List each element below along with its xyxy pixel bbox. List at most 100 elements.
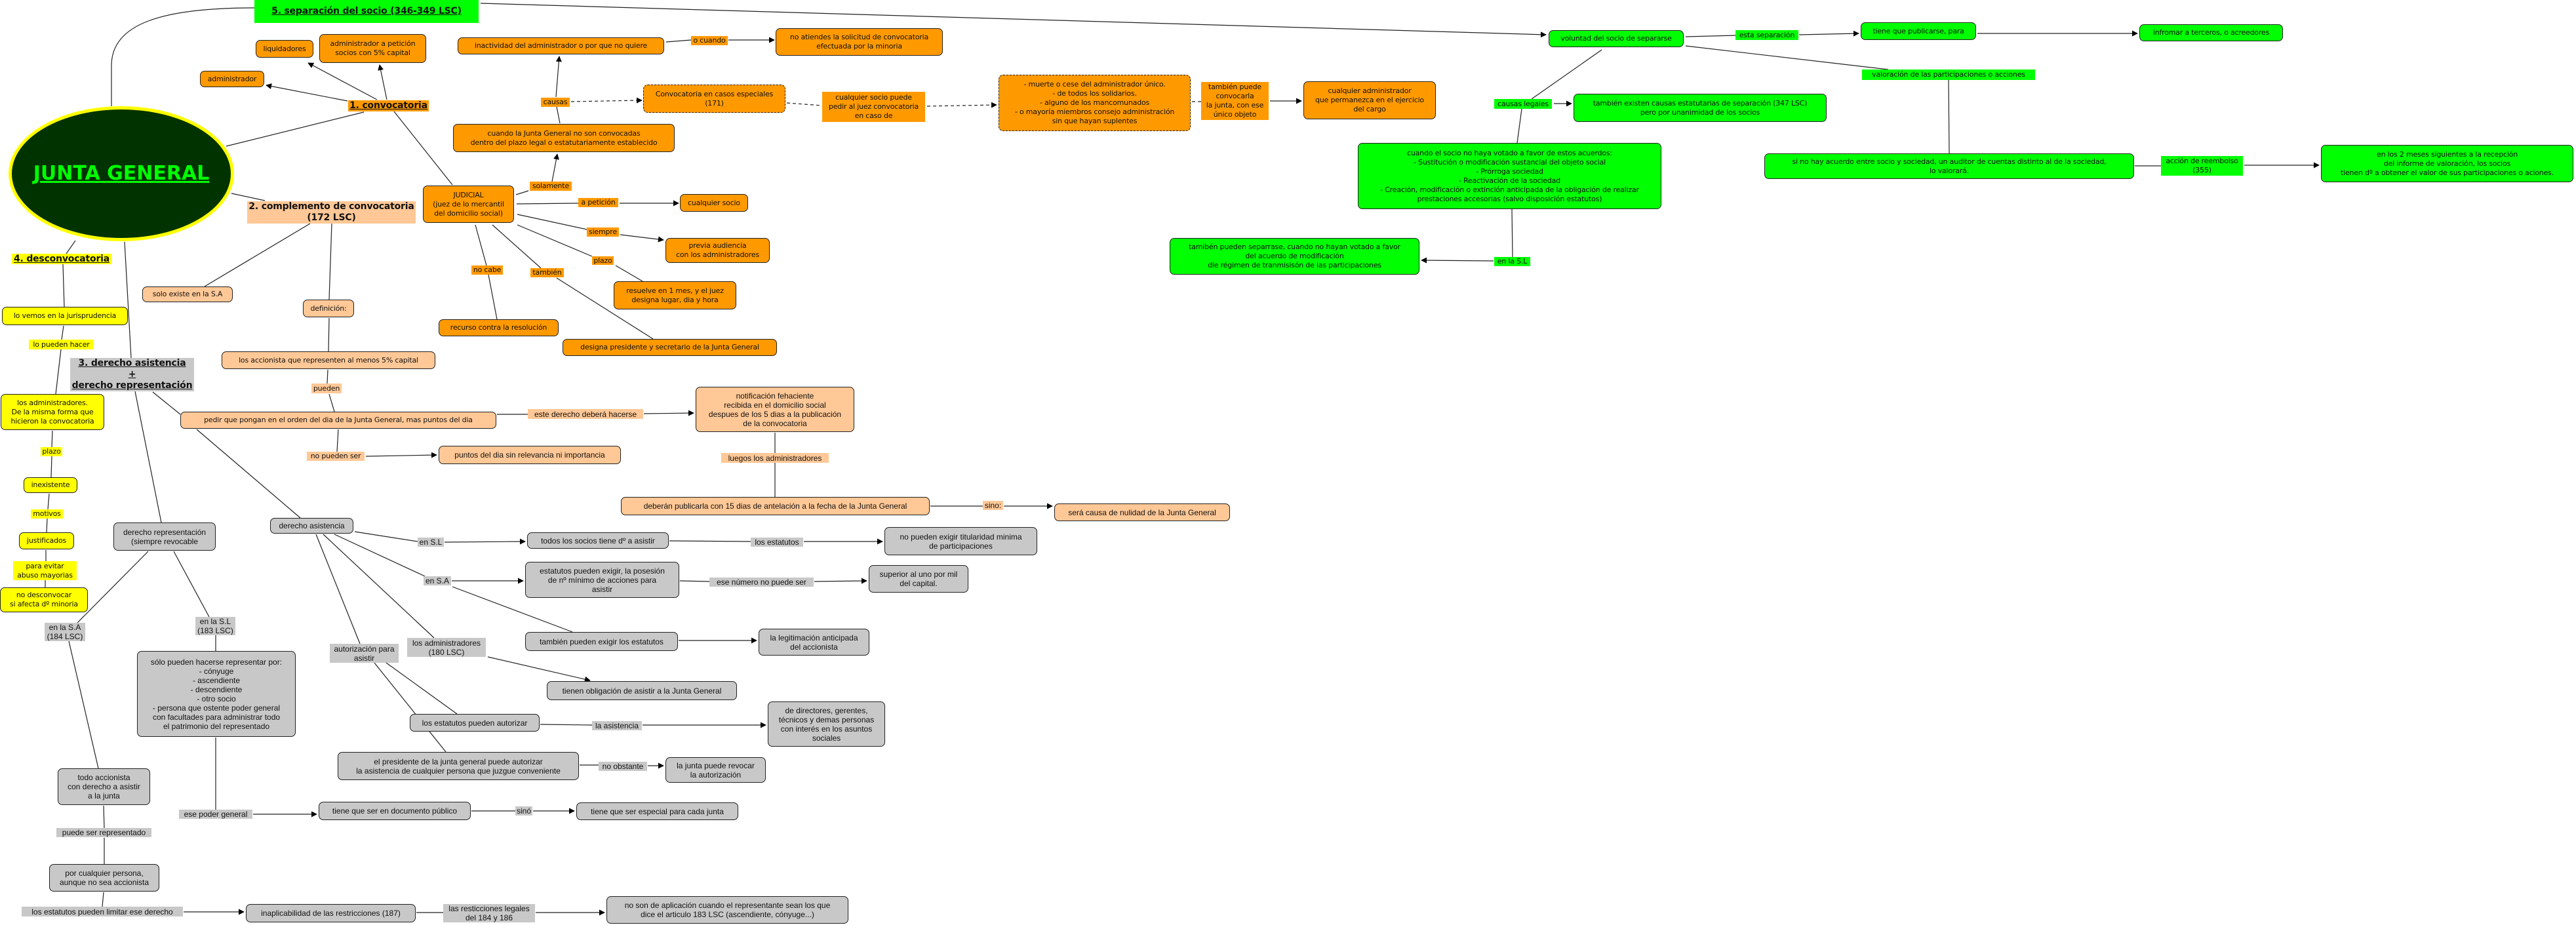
link-label-l-lo-pueden: lo pueden hacer [29,340,94,349]
connector-arrow [487,656,591,682]
concept-node-lo-vemos: lo vemos en la jurisprudencia [2,307,128,325]
connector-arrow [1798,30,1859,37]
concept-node-cuando-jg: cuando la Junta General no son convocada… [453,124,675,152]
link-label-l-solamente: solamente [530,182,572,191]
concept-node-no-titularidad: no pueden exigir titularidad minima de p… [884,527,1037,555]
connector-line [665,39,692,43]
concept-node-cualquier-admin: cualquier administrador que permanezca e… [1303,81,1436,119]
connector-line [1685,35,1736,37]
concept-node-voluntad: voluntad del socio de separarse [1549,30,1684,47]
connector-line [77,551,149,623]
concept-node-administrador: administrador [200,71,264,87]
concept-node-no-son: no son de aplicación cuando el represent… [606,896,848,924]
link-label-l-poder-general: ese poder general [179,810,252,819]
connector-line [226,111,365,147]
concept-node-cuando-socio: cuando el socio no haya votado a favor d… [1358,143,1661,209]
concept-node-no-atiendes: no atiendes la solicitud de convocatoria… [776,28,943,56]
concept-node-documento: tiene que ser en documento público [319,802,471,820]
concept-node-designa: designa presidente y secretario de la Ju… [563,339,777,356]
concept-node-inaplicabilidad: inaplicabilidad de las restricciones (18… [246,904,416,922]
link-label-l-luegos: luegos los administradores [721,453,829,463]
link-label-l-sino2: sinó [515,806,532,816]
link-label-l-reembolso: acción de reembolso (355) [2161,156,2243,176]
link-label-l-limitar: los estatutos pueden limitar ese derecho [22,907,183,916]
connector-line [102,892,104,907]
connector-line [231,193,266,201]
concept-node-cualquier-persona: por cualquier persona, aunque no sea acc… [49,864,159,892]
link-label-l-sino: sino: [983,501,1003,510]
concept-node-muerte: - muerte o cese del administrador único.… [999,75,1191,131]
connector-line [66,240,76,254]
connector-arrow [926,102,997,108]
connector-line [173,551,210,618]
link-label-l-ese-numero: ese número no puede ser [709,578,814,587]
section-heading-t2: 2. complemento de convocatoria (172 LSC) [247,201,416,224]
link-label-l-siempre: siempre [587,227,619,237]
connector-line [134,391,162,523]
link-label-l-en-la-sl-green: en la S.L [1494,257,1530,266]
concept-node-los-admin-yellow: los administradores. De la misma forma q… [1,394,104,430]
link-label-l-evitar: para evitar abuso mayorias [13,561,77,580]
link-label-l-ocuando: o cuando [691,36,728,45]
connector-line [196,429,301,519]
connector-line [540,724,593,726]
concept-node-pedir: pedir que pongan en el orden del dia de … [180,412,496,429]
link-label-l-esta-separacion: esta separación [1735,30,1798,40]
concept-node-puntos: puntos del dia sin relevancia ni importa… [439,446,621,464]
connector-line [68,640,99,769]
concept-node-justificados: justificados [19,532,74,549]
concept-node-no-desconvocar: no desconvocar si afecta dº minoria [0,587,88,612]
link-label-l-nocabe: no cabe [471,266,503,275]
connector-arrow [570,97,643,104]
link-label-l-restricciones: las resticciones legales del 184 y 186 [443,904,535,922]
connector-line [556,277,654,340]
connector-arrow [551,153,559,182]
connector-arrow [365,452,437,458]
concept-node-todo-accionista: todo accionista con derecho a asistir a … [58,768,150,805]
link-label-l-valoracion: valoración de las participaciones o acci… [1862,69,2035,80]
connector-line [492,224,542,269]
connector-arrow [480,3,1547,38]
connector-line [452,586,573,633]
link-label-l-plazo: plazo [592,256,614,265]
concept-node-infromar: infromar a terceros, o acreedores [2139,24,2283,41]
section-heading-t5: 5. separación del socio (346-349 LSC) [254,0,479,23]
concept-node-tambien-existen: también existen causas estatutarias de s… [1574,94,1827,122]
link-label-l-pueden: pueden [311,384,342,393]
connector-line [328,223,332,300]
connector-line [62,264,65,307]
connector-line [323,534,435,639]
concept-node-tambien-separrase: tamibén pueden separrase, cuando no haya… [1170,238,1419,275]
concept-node-admin-peticion: administrador a petición socios con 5% c… [319,34,426,63]
concept-node-inexistente: inexistente [24,477,77,493]
link-label-l-la-asistencia: la asistencia [592,721,642,730]
connector-line [1516,108,1522,144]
connector-line [374,662,446,753]
concept-node-recurso: recurso contra la resolución [439,319,559,336]
link-label-l-este-derecho: este derecho deberá hacerse [528,409,643,419]
concept-node-der-repr: derecho representación (siempre revocabl… [113,522,216,551]
concept-node-directores: de directores, gerentes, técnicos y dema… [768,701,885,747]
connector-arrow [555,56,562,98]
link-label-l-en-la-sl-183: en la S.L (183 LSC) [195,617,235,635]
connector-arrow [444,538,526,545]
link-label-l-autorizacion: autorización para asistir [330,644,399,663]
concept-node-resuelve: resuelve en 1 mes, y el juez designa lug… [614,281,736,309]
concept-node-definicion: definición: [303,300,354,317]
connector-line [354,531,418,542]
concept-node-revocar: la junta puede revocar la autorización [665,757,766,783]
concept-node-presidente: el presidente de la junta general puede … [338,752,579,780]
concept-node-inactividad: inactividad del administrador o por que … [458,37,664,54]
connector-line [517,224,593,257]
connector-arrow [620,234,664,243]
link-label-l-en-la-sa-184: en la S.A (184 LSC) [45,623,85,641]
link-label-l-en-sl: en S.L [418,538,444,547]
concept-node-si-no-hay: si no hay acuerdo entre socio y sociedad… [1764,153,2134,179]
concept-node-nulidad: será causa de nulidad de la Junta Genera… [1054,503,1230,521]
concept-node-previa: previa audiencia con los administradores [665,238,770,263]
concept-node-todos-socios: todos los socios tiene dº a asistir [527,532,669,549]
concept-node-publicarse: tiene que publicarse, para [1861,22,1976,40]
link-label-l-tambien: también [530,268,564,277]
connector-line [786,102,823,106]
